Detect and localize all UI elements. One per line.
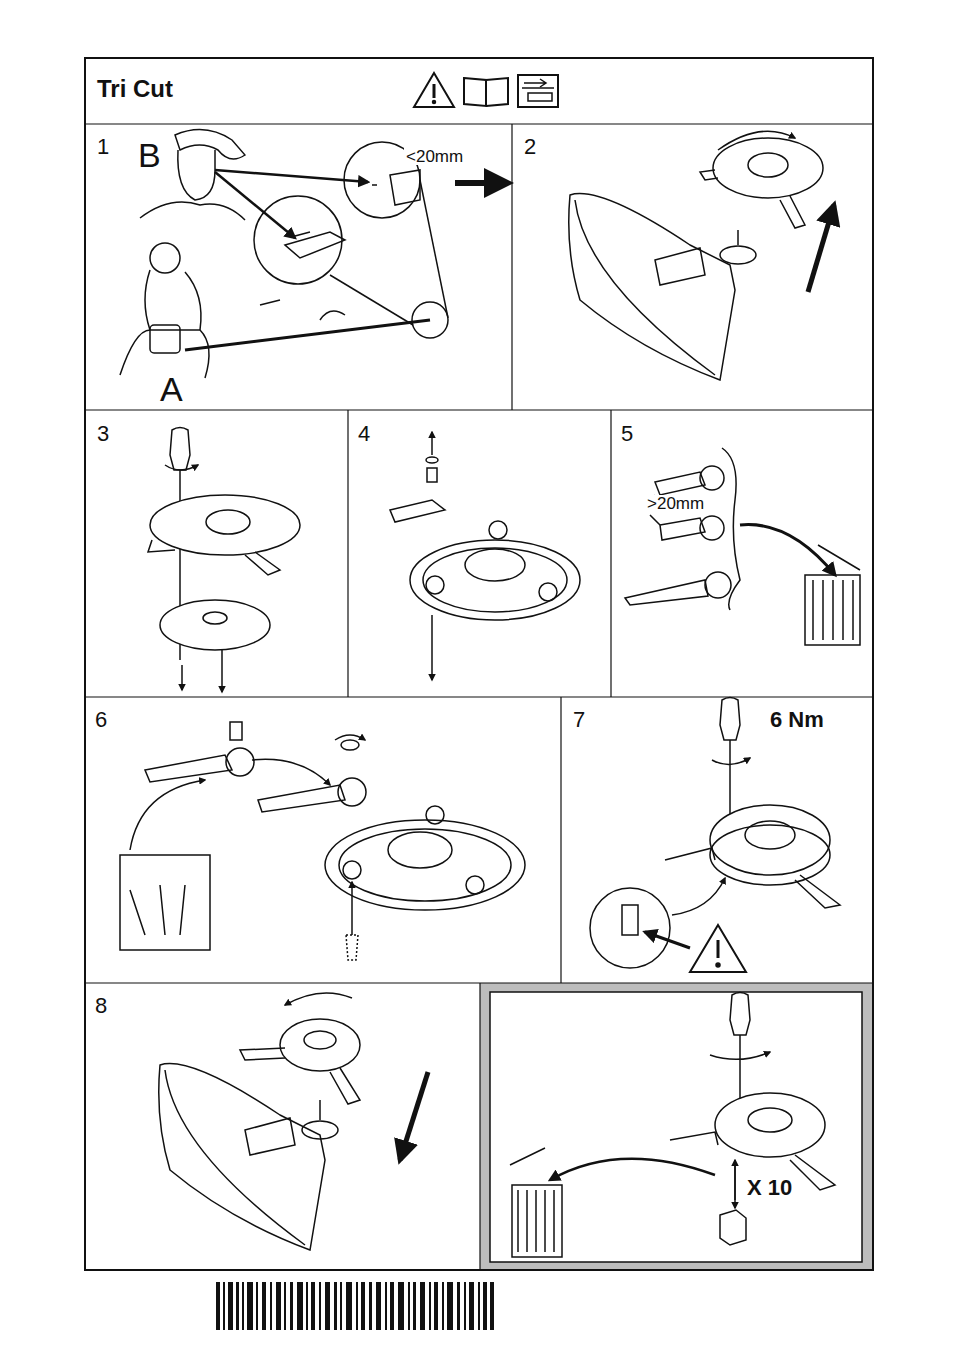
step-number: 1	[95, 136, 111, 158]
step-number: 6	[93, 709, 109, 731]
dimension: >20mm	[645, 495, 706, 512]
dimension: <20mm	[404, 148, 465, 165]
page-title: Tri Cut	[95, 77, 175, 101]
step-number: 3	[95, 423, 111, 445]
callout-letter: B	[136, 138, 163, 172]
callout-letter: A	[158, 372, 185, 406]
step-number: 8	[93, 995, 109, 1017]
step-number: 7	[571, 709, 587, 731]
step-number: 2	[522, 136, 538, 158]
torque-value: 6 Nm	[768, 709, 826, 731]
repeat-count: X 10	[745, 1177, 794, 1199]
step-number: 5	[619, 423, 635, 445]
step-number: 4	[356, 423, 372, 445]
